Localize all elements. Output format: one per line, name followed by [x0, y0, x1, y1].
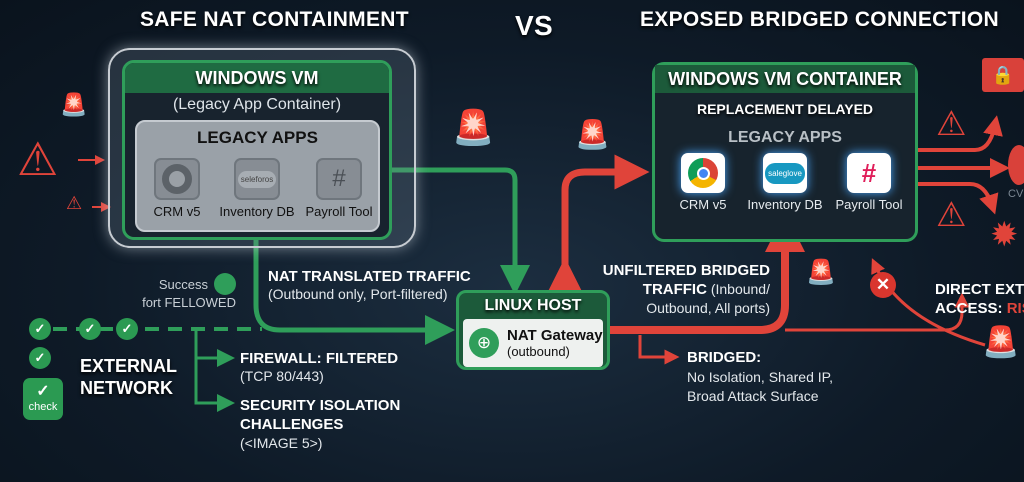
alarm-icon: 🚨 [60, 92, 88, 117]
unfiltered-line3: Outbound, All ports) [646, 300, 770, 316]
slack-icon: # [847, 153, 891, 193]
globe-gear-icon: ⊕ [469, 328, 499, 358]
app-crm: CRM v5 [137, 158, 217, 219]
left-section-title: SAFE NAT CONTAINMENT [140, 8, 409, 31]
direct-access-label: DIRECT EXTE ACCESS: RIS [935, 280, 1024, 318]
nat-traffic-label: NAT TRANSLATED TRAFFIC (Outbound only, P… [268, 268, 471, 304]
legacy-apps-title: LEGACY APPS [728, 129, 842, 146]
nat-traffic-sub: (Outbound only, Port-filtered) [268, 286, 448, 302]
replacement-delayed: REPLACEMENT DELAYED [696, 101, 874, 117]
right-section-title: EXPOSED BRIDGED CONNECTION [640, 8, 1000, 31]
windows-vm-container-box: WINDOWS VM CONTAINER REPLACEMENT DELAYED… [652, 62, 918, 242]
firewall-label: FIREWALL: FILTERED (TCP 80/443) [240, 350, 398, 386]
direct-risk: RIS [1006, 300, 1024, 317]
bridged-label: BRIDGED: No Isolation, Shared IP, Broad … [687, 348, 833, 406]
app-label: Inventory DB [219, 204, 295, 219]
bridged-line2: Broad Attack Surface [687, 388, 819, 404]
app-label: Payroll Tool [305, 204, 373, 219]
chrome-icon [154, 158, 200, 200]
check-icon: ✓ [36, 383, 50, 400]
isolation-branch-arrow [194, 355, 235, 412]
blocked-x-icon: ✕ [870, 272, 896, 298]
check-button[interactable]: ✓check [23, 378, 63, 420]
nat-gateway-label: NAT Gateway [507, 327, 603, 344]
slack-icon: # [316, 158, 362, 200]
app-payroll: # Payroll Tool [299, 158, 379, 219]
unfiltered-line1: UNFILTERED BRIDGED [602, 262, 770, 279]
unfiltered-line2-rest: (Inbound/ [706, 281, 770, 297]
red-bidirectional-arrow [547, 154, 650, 293]
firewall-sub: (TCP 80/443) [240, 368, 324, 384]
vs-label: VS [515, 10, 553, 41]
salesforce-logo-text: saleglove [765, 162, 805, 184]
direct-line2: ACCESS: [935, 300, 1007, 317]
success-note: Success fort FELLOWED [130, 276, 236, 312]
cve-label: CVE [1008, 188, 1024, 200]
warning-triangle-icon: ⚠ [936, 196, 967, 234]
external-line2: NETWORK [80, 378, 173, 398]
alarm-icon: 🚨 [452, 109, 495, 147]
bridged-line1: No Isolation, Shared IP, [687, 369, 834, 385]
success-badge-icon [214, 273, 236, 295]
check-icon: ✓ [116, 318, 138, 340]
check-icon: ✓ [29, 318, 51, 340]
locked-folder-icon: 🔒 [982, 58, 1024, 92]
red-outbound-arrow-1 [918, 115, 1003, 152]
success-line1: Success [158, 277, 208, 292]
warning-triangle-icon: ⚠ [936, 105, 967, 143]
windows-vm-title: WINDOWS VM [125, 63, 389, 93]
salesforce-icon: saleglove [763, 153, 807, 193]
isolation-sub: (<IMAGE 5>) [240, 435, 323, 451]
salesforce-icon: seleforos [234, 158, 280, 200]
shield-icon [1008, 145, 1024, 185]
nat-gateway-sub: (outbound) [507, 344, 570, 359]
linux-host-box: LINUX HOST ⊕ NAT Gateway(outbound) [456, 290, 610, 370]
red-outbound-arrow-3 [918, 182, 999, 215]
unfiltered-line2-bold: TRAFFIC [642, 281, 707, 298]
firewall-title: FIREWALL: FILTERED [240, 350, 399, 367]
app-crm: CRM v5 [661, 153, 745, 212]
app-label: CRM v5 [153, 204, 201, 219]
salesforce-logo-text: seleforos [237, 170, 277, 188]
bridged-title: BRIDGED: [687, 349, 762, 366]
warning-triangle-icon: ⚠ [17, 133, 59, 185]
bridged-branch-arrow [638, 335, 680, 365]
external-line1: EXTERNAL [80, 356, 178, 376]
virus-bug-icon: ✹ [990, 216, 1019, 254]
nat-gateway: ⊕ NAT Gateway(outbound) [463, 319, 603, 367]
app-label: Inventory DB [747, 197, 823, 212]
check-icon: ✓ [79, 318, 101, 340]
green-vm-to-host-arrow [392, 167, 530, 295]
direct-line1: DIRECT EXTE [935, 281, 1024, 298]
success-line2: fort FELLOWED [142, 295, 236, 310]
nat-traffic-title: NAT TRANSLATED TRAFFIC [268, 268, 471, 285]
check-label: check [28, 401, 58, 413]
firewall-branch-arrow [194, 330, 235, 367]
linux-host-title: LINUX HOST [484, 297, 582, 314]
alert-icon: ⚠ [66, 193, 83, 213]
red-bridged-main-arrow [610, 212, 805, 334]
app-payroll: # Payroll Tool [827, 153, 911, 212]
app-label: CRM v5 [679, 197, 727, 212]
isolation-line1: SECURITY ISOLATION [240, 397, 401, 414]
green-nat-traffic-arrow [253, 232, 455, 345]
windows-vm-subtitle: (Legacy App Container) [172, 96, 342, 113]
alarm-icon: 🚨 [575, 119, 610, 150]
container-title: WINDOWS VM CONTAINER [655, 65, 915, 93]
unfiltered-label: UNFILTERED BRIDGED TRAFFIC (Inbound/ Out… [600, 262, 770, 318]
check-icon: ✓ [29, 347, 51, 369]
chrome-icon [681, 153, 725, 193]
app-label: Payroll Tool [835, 197, 903, 212]
isolation-label: SECURITY ISOLATION CHALLENGES (<IMAGE 5>… [240, 396, 400, 453]
legacy-apps-title: LEGACY APPS [197, 128, 318, 147]
isolation-line2: CHALLENGES [240, 416, 344, 433]
alarm-icon: 🚨 [806, 259, 836, 286]
alarm-icon: 🚨 [982, 326, 1020, 359]
